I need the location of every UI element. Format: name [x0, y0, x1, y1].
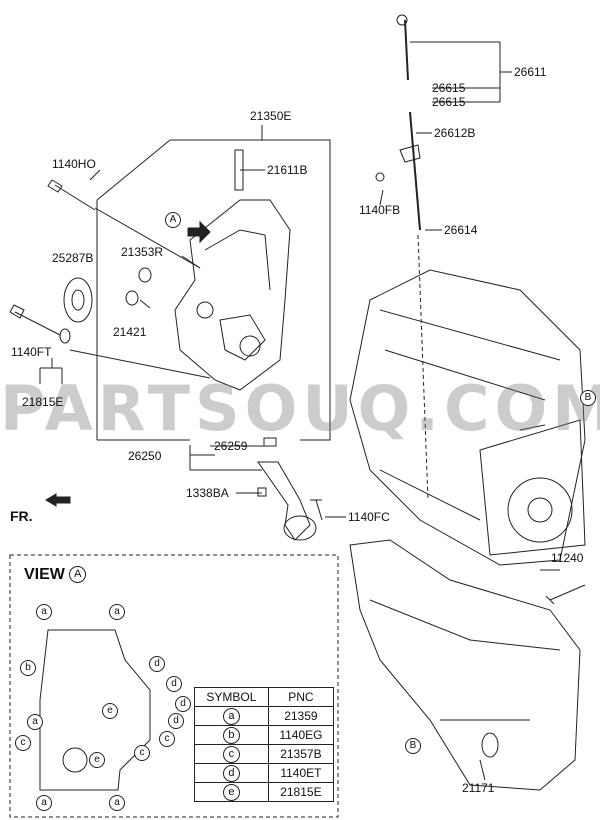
view-title-text: VIEW [24, 566, 65, 583]
legend-symbol-circle: c [222, 745, 240, 763]
callout-26615-lower[interactable]: 26615 [432, 95, 466, 109]
legend-symbol-circle: a [222, 707, 240, 725]
callout-21815E[interactable]: 21815E [22, 395, 64, 409]
callout-1140FC[interactable]: 1140FC [348, 510, 390, 524]
view-bubble-d: d [168, 713, 184, 729]
callout-25287B[interactable]: 25287B [52, 251, 94, 265]
view-bubble-e: e [102, 703, 118, 719]
callout-26615-upper[interactable]: 26615 [432, 81, 466, 95]
view-bubble-a: a [36, 604, 52, 620]
legend-pnc[interactable]: 21357B [267, 744, 335, 764]
view-bubble-c: c [134, 745, 150, 761]
callout-26611[interactable]: 26611 [514, 65, 547, 79]
view-a-title: VIEW A [24, 566, 87, 584]
legend-row[interactable]: a 21359 [194, 706, 335, 726]
callout-21350E[interactable]: 21350E [250, 109, 292, 123]
legend-row[interactable]: c 21357B [194, 744, 335, 764]
view-bubble-a: a [109, 795, 125, 811]
view-bubble-a: a [27, 714, 43, 730]
ref-b-bubble-pan: B [405, 738, 421, 754]
engine-block [349, 269, 586, 566]
view-bubble-d: d [149, 656, 165, 672]
legend-symbol-circle: b [222, 726, 240, 744]
view-bubble-a: a [36, 795, 52, 811]
front-direction-label: FR. [10, 508, 33, 524]
legend-header-pnc: PNC [267, 687, 335, 707]
legend-row[interactable]: d 1140ET [194, 763, 335, 783]
view-bubble-e: e [89, 752, 105, 768]
view-bubble-b: b [20, 660, 36, 676]
view-bubble-d: d [166, 676, 182, 692]
oil-strainer [257, 461, 311, 541]
callout-21421[interactable]: 21421 [113, 325, 147, 339]
legend-symbol: b [194, 725, 269, 745]
legend-header-row: SYMBOL PNC [194, 687, 335, 707]
callout-1140FB[interactable]: 1140FB [359, 203, 401, 217]
legend-symbol: a [194, 706, 269, 726]
callout-1140HO[interactable]: 1140HO [52, 157, 96, 171]
callout-1338BA[interactable]: 1338BA [186, 486, 229, 500]
callout-1140FT[interactable]: 1140FT [11, 345, 52, 359]
group-box-21350E [170, 139, 331, 441]
symbol-legend-table: SYMBOL PNC a 21359 b 1140EG c 21357B d 1… [194, 687, 335, 802]
view-bubble-d: d [175, 696, 191, 712]
legend-pnc[interactable]: 1140ET [267, 763, 335, 783]
callout-11240[interactable]: 11240 [551, 551, 584, 565]
callout-21353R[interactable]: 21353R [121, 245, 164, 259]
legend-pnc[interactable]: 21815E [267, 782, 335, 802]
legend-symbol-circle: e [222, 783, 240, 801]
legend-symbol-circle: d [222, 764, 240, 782]
legend-symbol: d [194, 763, 269, 783]
view-bubble-c: c [159, 731, 175, 747]
ref-b-bubble-engine: B [580, 390, 596, 406]
legend-symbol: e [194, 782, 269, 802]
timing-cover [174, 199, 291, 391]
oil-pan [349, 539, 581, 791]
callout-26612B[interactable]: 26612B [434, 126, 476, 140]
callout-26259[interactable]: 26259 [214, 439, 248, 453]
callout-21611B[interactable]: 21611B [267, 163, 308, 177]
legend-row[interactable]: b 1140EG [194, 725, 335, 745]
legend-row[interactable]: e 21815E [194, 782, 335, 802]
legend-pnc[interactable]: 1140EG [267, 725, 335, 745]
legend-pnc[interactable]: 21359 [267, 706, 335, 726]
view-a-frame [9, 554, 339, 818]
legend-header-symbol: SYMBOL [194, 687, 269, 707]
view-letter: A [69, 566, 87, 584]
callout-26614[interactable]: 26614 [444, 223, 478, 237]
legend-symbol: c [194, 744, 269, 764]
callout-26250[interactable]: 26250 [128, 449, 162, 463]
callout-21171[interactable]: 21171 [462, 781, 495, 795]
ref-a-bubble: A [165, 212, 181, 228]
view-bubble-c: c [15, 735, 31, 751]
view-bubble-a: a [109, 604, 125, 620]
